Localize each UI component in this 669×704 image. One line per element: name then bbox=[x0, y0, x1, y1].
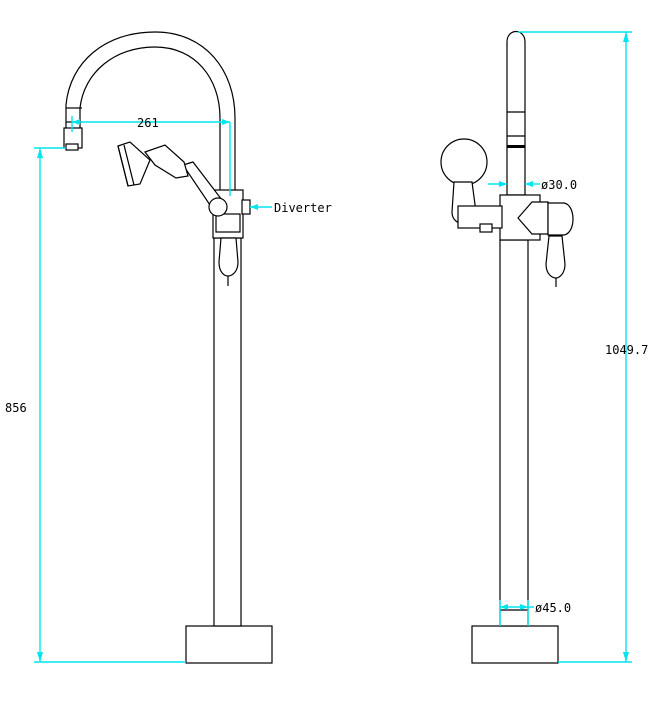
diverter-label: Diverter bbox=[274, 201, 332, 215]
dim-height-arrow-bottom bbox=[37, 652, 43, 662]
dim-total-height-arrow-bottom bbox=[623, 652, 629, 662]
dim-reach-arrow-left bbox=[72, 119, 80, 125]
dim-base-dia-arrow-right bbox=[520, 604, 528, 610]
dim-upper-dia-arrow-left bbox=[499, 181, 507, 187]
front-shower-face bbox=[117, 145, 129, 187]
front-lever-handle bbox=[218, 237, 239, 277]
front-spout-inner bbox=[79, 46, 221, 190]
dim-reach-label: 261 bbox=[137, 116, 159, 130]
side-lever-handle bbox=[545, 235, 566, 279]
side-shower-holder-clip bbox=[479, 223, 493, 233]
front-diverter-block bbox=[215, 213, 241, 233]
side-base-plate bbox=[471, 625, 559, 664]
side-riser-band-3 bbox=[507, 145, 525, 148]
dim-upper-dia-label: ø30.0 bbox=[541, 178, 577, 192]
front-diverter-knob bbox=[241, 199, 251, 215]
front-spout-nozzle bbox=[65, 143, 79, 151]
front-main-pipe bbox=[213, 237, 242, 627]
front-view: 261 856 Diverter bbox=[5, 31, 332, 664]
front-base-plate bbox=[185, 625, 273, 664]
front-shower-holder bbox=[208, 197, 228, 217]
dim-total-height-arrow-top bbox=[623, 32, 629, 42]
dim-upper-dia-arrow-right bbox=[525, 181, 533, 187]
dim-height-arrow-top bbox=[37, 148, 43, 158]
dim-base-dia-label: ø45.0 bbox=[535, 601, 571, 615]
dim-height-label: 856 bbox=[5, 401, 27, 415]
side-upper-riser bbox=[506, 30, 526, 196]
dim-total-height-label: 1049.7 bbox=[605, 343, 648, 357]
front-shower-rim bbox=[123, 144, 135, 186]
front-shower-grip bbox=[144, 144, 189, 179]
front-spout-outer bbox=[65, 31, 236, 190]
side-view: 1049.7 ø30.0 ø45.0 bbox=[440, 30, 648, 664]
diverter-leader-arrow bbox=[250, 204, 258, 210]
dim-reach-arrow-right bbox=[222, 119, 230, 125]
side-shower-head bbox=[440, 138, 488, 186]
dim-base-dia-arrow-left bbox=[500, 604, 508, 610]
side-main-pipe bbox=[499, 239, 529, 627]
side-diverter-cap bbox=[547, 202, 574, 236]
